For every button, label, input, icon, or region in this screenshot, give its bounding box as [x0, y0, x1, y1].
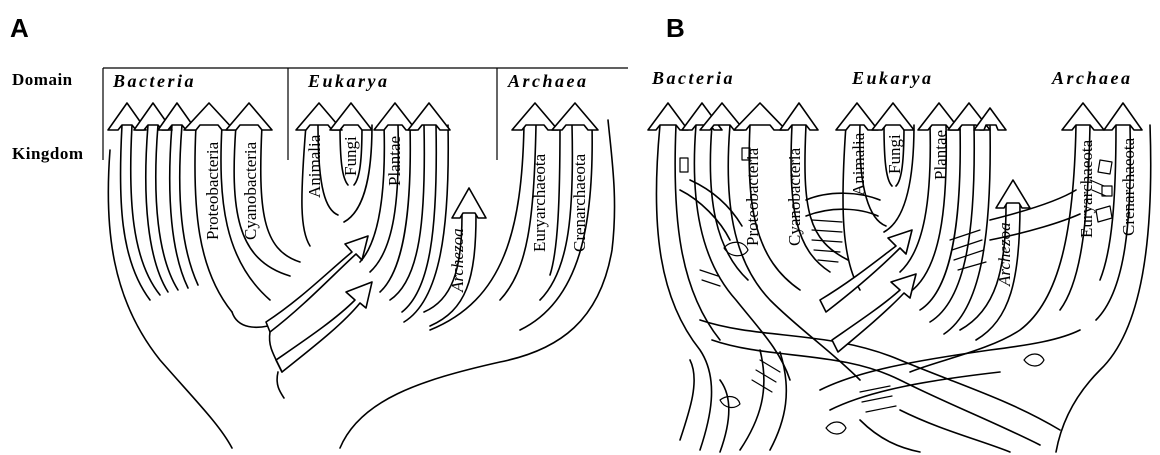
b-endosymbiosis-arrows [820, 230, 916, 352]
kingdom-label-animalia: Animalia [305, 134, 324, 198]
panel-a: A Domain Kingdom Bacteria Eukarya Archae… [10, 13, 628, 448]
domain-label-archaea-b: Archaea [1051, 68, 1133, 88]
kingdom-label-crenarchaeota: Crenarchaeota [570, 153, 589, 252]
kingdom-label-proteobacteria-b: Proteobacteria [743, 147, 762, 246]
kingdom-label-archezoa: Archezoa [448, 228, 467, 293]
kingdom-label-cyanobacteria: Cyanobacteria [241, 141, 260, 240]
kingdom-label-proteobacteria: Proteobacteria [203, 141, 222, 240]
kingdom-label-animalia-b: Animalia [849, 132, 868, 196]
endosymbiosis-arrows [266, 236, 372, 398]
kingdom-label-crenarchaeota-b: Crenarchaeota [1119, 137, 1138, 236]
domain-row-label: Domain [12, 70, 73, 89]
domain-label-bacteria-b: Bacteria [651, 68, 735, 88]
kingdom-row-label: Kingdom [12, 144, 84, 163]
domain-label-eukarya-b: Eukarya [851, 68, 934, 88]
kingdom-label-fungi-b: Fungi [885, 134, 904, 174]
kingdom-label-euryarchaeota: Euryarchaeota [530, 153, 549, 252]
panel-a-letter: A [10, 13, 29, 43]
kingdom-label-archezoa-b: Archezoa [995, 222, 1014, 287]
archaea-arrowheads [512, 103, 598, 130]
kingdom-label-euryarchaeota-b: Euryarchaeota [1077, 139, 1096, 238]
archaea-lineages [430, 125, 592, 330]
panel-b-letter: B [666, 13, 685, 43]
domain-label-eukarya: Eukarya [307, 71, 390, 91]
kingdom-label-plantae: Plantae [385, 136, 404, 186]
kingdom-label-plantae-b: Plantae [931, 130, 950, 180]
bacteria-arrowheads [108, 103, 272, 130]
kingdom-label-cyanobacteria-b: Cyanobacteria [785, 147, 804, 246]
domain-label-bacteria: Bacteria [112, 71, 196, 91]
domain-label-archaea: Archaea [507, 71, 589, 91]
panel-b: B Bacteria Eukarya Archaea [648, 13, 1151, 452]
kingdom-label-fungi: Fungi [341, 136, 360, 176]
